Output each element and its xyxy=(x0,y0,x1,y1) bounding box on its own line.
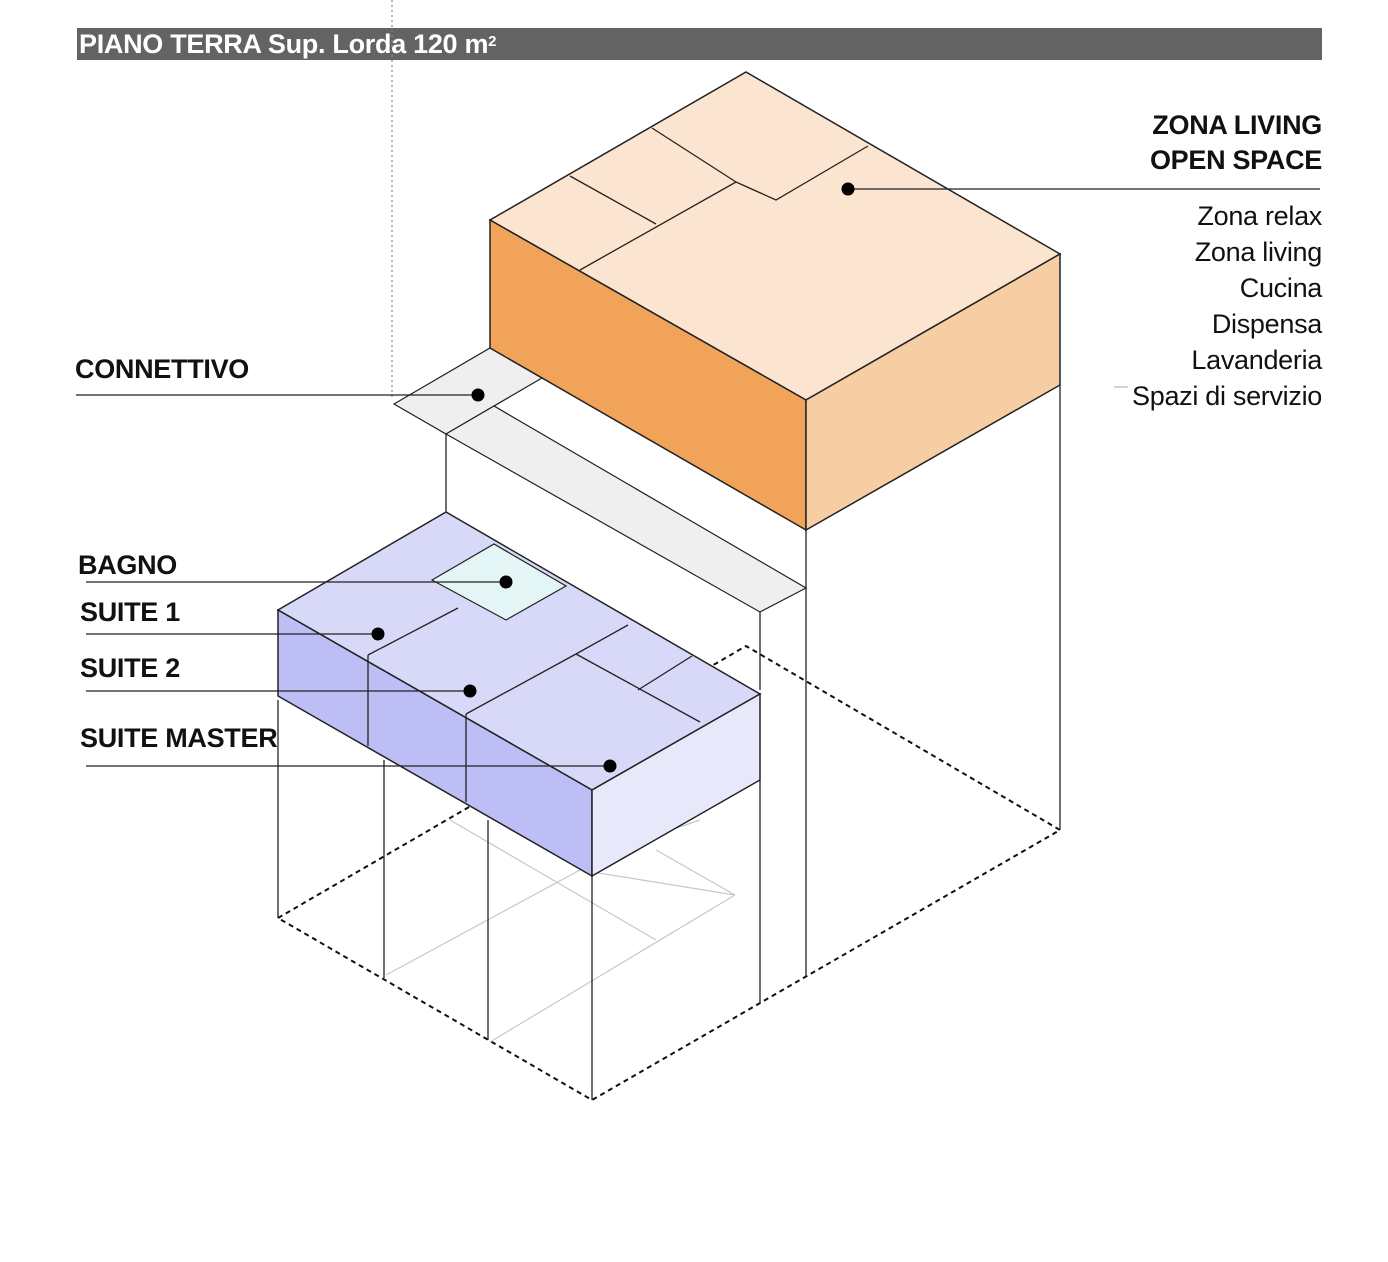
zone-item: Cucina xyxy=(1239,273,1323,303)
suite-side xyxy=(591,692,761,878)
zone-item: Zona living xyxy=(1194,237,1323,267)
zone-item: Lavanderia xyxy=(1191,345,1322,375)
zone-items-list: Zona relax Zona living Cucina Dispensa L… xyxy=(1132,198,1322,414)
leader-lines xyxy=(76,188,1320,767)
title-superscript: 2 xyxy=(488,33,497,50)
living-room-lines xyxy=(569,127,869,271)
ground-plan-lines xyxy=(385,819,736,1043)
suite-room-lines xyxy=(367,607,701,802)
suite-master-label: SUITE MASTER xyxy=(80,723,278,753)
header-bar: PIANO TERRA Sup. Lorda 120 m2 xyxy=(77,28,1322,60)
zone-item: Dispensa xyxy=(1211,309,1322,339)
title-text: PIANO TERRA Sup. Lorda 120 m xyxy=(79,29,489,59)
zona-living-label: ZONA LIVING OPEN SPACE xyxy=(1150,108,1322,178)
page-title: PIANO TERRA Sup. Lorda 120 m2 xyxy=(79,29,497,59)
open-space-title: OPEN SPACE xyxy=(1149,145,1322,175)
zona-living-title: ZONA LIVING xyxy=(1152,110,1322,140)
connettivo-corridor xyxy=(444,405,808,613)
connettivo-label: CONNETTIVO xyxy=(75,354,250,384)
bagno-label: BAGNO xyxy=(78,550,177,580)
zone-item: Zona relax xyxy=(1197,201,1322,231)
suite2-label: SUITE 2 xyxy=(80,653,180,683)
living-side xyxy=(805,252,1061,532)
suite1-label: SUITE 1 xyxy=(80,597,180,627)
marker-dots xyxy=(371,182,855,773)
zone-item: Spazi di servizio xyxy=(1132,381,1322,411)
